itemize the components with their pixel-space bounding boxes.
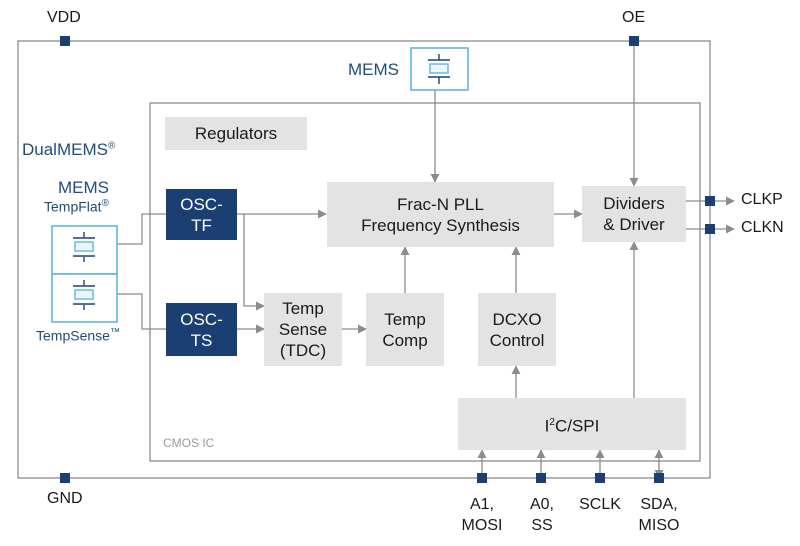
gnd-pin [60,473,70,483]
gnd-label: GND [47,490,83,507]
cmos-ic-boundary [149,102,701,462]
tempsense-mark: ™ [109,327,120,338]
a0-pin [536,473,546,483]
sda-miso-label: SDA, MISO [632,494,686,536]
pll-line2: Frequency Synthesis [361,215,520,235]
package-outline [17,40,711,479]
dualmems-label: DualMEMS® [22,140,115,160]
temp-comp-line1: Temp [384,309,426,329]
dcxo-block: DCXO Control [478,293,556,366]
dividers-line1: Dividers [603,194,665,213]
i2c-prefix: I [544,416,550,436]
mems-top-label: MEMS [348,60,399,79]
a1-pin [477,473,487,483]
tempflat-mark: ® [101,198,109,209]
mems-top-resonator-icon [428,54,450,84]
osc-ts-line2: TS [190,330,213,350]
clkn-label: CLKN [741,219,784,236]
temp-sense-line2: Sense [278,320,328,339]
regulators-label: Regulators [194,124,278,143]
sclk-label: SCLK [579,496,621,513]
tempsense-label: TempSense™ [36,327,120,344]
a1-mosi-label: A1, MOSI [456,494,508,536]
clkp-label: CLKP [741,191,783,208]
osctf-to-tempsense-line [243,214,265,311]
temp-comp-block: Temp Comp [366,293,444,366]
cmos-ic-label: CMOS IC [163,436,215,450]
dualmems-text: DualMEMS [22,140,108,159]
mems-ts-to-osc-line [117,293,166,330]
oe-pin [629,36,639,46]
clkp-pin [705,196,715,206]
tempsense-text: TempSense [36,327,110,344]
clkn-pin [705,224,715,234]
tempflat-label: TempFlat® [44,198,109,215]
a1-text: A1, [469,496,494,513]
osc-tf-block: OSC- TF [166,189,237,240]
a0-ss-label: A0, SS [520,494,564,536]
temp-sense-line3: (TDC) [279,341,327,360]
temp-comp-line2: Comp [382,330,428,350]
osc-tf-line1: OSC- [180,194,223,214]
osc-ts-line1: OSC- [180,309,223,329]
vdd-pin [60,36,70,46]
miso-text: MISO [638,517,680,534]
dualmems-mark: ® [107,140,116,152]
mems-tf-to-osc-line [117,213,166,245]
mosi-text: MOSI [461,517,503,534]
pll-line1: Frac-N PLL [397,194,484,214]
i2c-superscript: 2 [549,416,555,428]
mems-ts-resonator-icon [73,280,95,310]
vdd-label: VDD [47,9,81,26]
pll-block: Frac-N PLL Frequency Synthesis [327,182,554,247]
i2c-spi-block: I2C/SPI [458,398,686,450]
sda-text: SDA, [640,496,678,513]
sda-pin [654,473,664,483]
i2c-suffix: C/SPI [554,416,600,436]
dcxo-line1: DCXO [492,309,542,329]
dividers-line2: & Driver [603,215,665,234]
i2c-spi-label: I2C/SPI [545,412,600,437]
oe-label: OE [622,9,646,26]
regulators-block: Regulators [165,117,307,150]
mems-tf-resonator-icon [73,232,95,262]
osc-ts-block: OSC- TS [166,303,237,356]
temp-sense-line1: Temp [282,299,324,318]
ss-text: SS [531,517,553,534]
sclk-pin [595,473,605,483]
tempflat-text: TempFlat [44,198,102,215]
osc-tf-line2: TF [191,215,212,235]
temp-sense-block: Temp Sense (TDC) [264,293,342,366]
dcxo-line2: Control [489,330,545,350]
mems-left-label: MEMS [58,178,109,197]
a0-text: A0, [529,496,554,513]
dividers-block: Dividers & Driver [582,186,686,242]
